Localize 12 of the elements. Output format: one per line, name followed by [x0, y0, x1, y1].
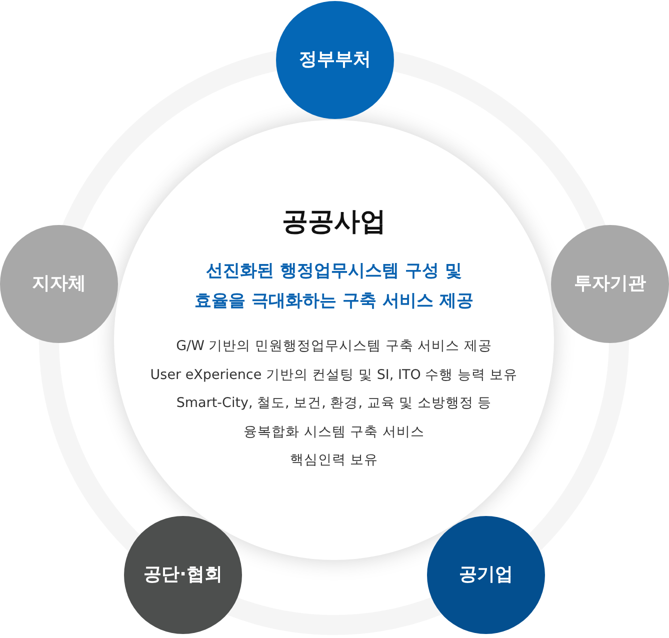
- subheading: 선진화된 행정업무시스템 구성 및 효율을 극대화하는 구축 서비스 제공: [194, 260, 474, 313]
- category-label: 정부부처: [299, 48, 371, 72]
- category-label: 투자기관: [574, 272, 646, 296]
- body-text: Smart-City, 철도, 보건, 환경, 교육 및 소방행정 등: [176, 394, 492, 413]
- category-label: 공기업: [459, 563, 513, 587]
- body-text: User eXperience 기반의 컨설팅 및 SI, ITO 수행 능력 보유: [150, 366, 518, 384]
- category-label: 지자체: [32, 272, 86, 296]
- body-text: 핵심인력 보유: [290, 451, 378, 470]
- category-label: 공단·협회: [144, 563, 222, 587]
- body-text: G/W 기반의 민원행정업무시스템 구축 서비스 제공: [176, 337, 492, 356]
- heading: 공공사업: [282, 206, 386, 238]
- body-text: 융복합화 시스템 구축 서비스: [244, 422, 424, 442]
